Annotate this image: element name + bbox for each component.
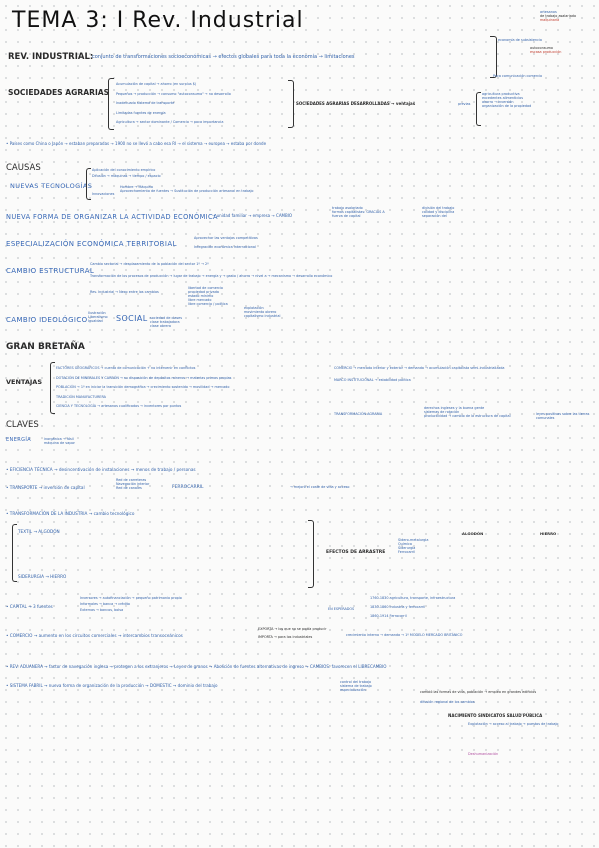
nacimiento: NACIMIENTO SINDICATOS SALUD PÚBLICA bbox=[448, 713, 543, 718]
nuevas-sub: Hombre → Máquina Aprovechamiento de fuen… bbox=[120, 185, 254, 193]
claves-label: CLAVES bbox=[6, 420, 39, 430]
industria-brace bbox=[12, 524, 17, 582]
social-label: SOCIAL bbox=[116, 314, 148, 323]
algodon-col: ALGODÓN bbox=[462, 531, 484, 536]
cambio-items: Cambio sectorial → desplazamiento de la … bbox=[90, 262, 333, 294]
sociedades-right-word: previas bbox=[458, 102, 471, 106]
ventajas-label: VENTAJAS bbox=[6, 378, 43, 386]
rev-limit-top: economía de subsistencia bbox=[498, 38, 542, 42]
transformacion-line: • TRANSFORMACIÓN DE LA INDUSTRIA → cambi… bbox=[6, 511, 135, 516]
fabril-bottom: Explotación → acceso al trabajo → puesto… bbox=[468, 722, 559, 756]
agraria-items: derechos ingleses y la buena gente siste… bbox=[424, 406, 511, 418]
cambio-ideologico: CAMBIO IDEOLÓGICO bbox=[6, 316, 88, 324]
capital-label: • CAPITAL → 3 fuentes bbox=[6, 604, 53, 609]
social-far: explotación movimiento obrero capitalism… bbox=[244, 306, 281, 318]
top-right-notes: artesanos de trabajo asalariado maquinar… bbox=[540, 10, 576, 22]
forma-far: división del trabajo calidad y disciplin… bbox=[422, 206, 455, 218]
comercio-far: crecimiento interno → demanda → 1º MODEL… bbox=[346, 633, 463, 637]
sociedades-brace-right bbox=[288, 80, 294, 128]
fabril-line: • SISTEMA FABRIL → nueva forma de organi… bbox=[6, 683, 218, 688]
note-maquinaria: maquinaria bbox=[540, 18, 560, 22]
nuevas-items: Aplicación del conocimiento empírico Dif… bbox=[92, 168, 161, 178]
rev-brace bbox=[490, 36, 497, 78]
ideo-items: Ilustración Liberalismo Igualdad bbox=[88, 311, 108, 323]
ventajas-previas-brace bbox=[476, 92, 481, 126]
transporte-end: → mejoró el coste de vida y acceso bbox=[290, 485, 350, 489]
efectos-label: EFECTOS DE ARRASTRE bbox=[326, 550, 386, 555]
gb-label: GRAN BRETAÑA bbox=[6, 342, 85, 352]
paises-line: • Países como China o Japón → estaban pr… bbox=[6, 141, 267, 146]
rev-limit-bottom: Poca comunicación comercio bbox=[493, 74, 543, 78]
efectos-brace bbox=[308, 520, 314, 588]
siderurgia-label: SIDERURGIA → HIERRO bbox=[18, 574, 67, 579]
social-items: sociedad de clases clase trabajadora cla… bbox=[150, 316, 183, 328]
comercio-line: • COMERCIO → aumento en los circuitos co… bbox=[6, 633, 183, 638]
sociedades-label: SOCIEDADES AGRARIAS bbox=[8, 88, 110, 97]
sociedades-items: Acumulación de capital → ahorro (en surp… bbox=[116, 82, 231, 124]
nueva-forma: NUEVA FORMA DE ORGANIZAR LA ACTIVIDAD EC… bbox=[6, 213, 218, 221]
ferrocarril: FERROCARRIL bbox=[172, 485, 204, 490]
causas-label: CAUSAS bbox=[6, 163, 41, 173]
social-right: libertad de comercio propiedad privada e… bbox=[188, 286, 228, 306]
fabril-right: cambió las formas de vida, población → e… bbox=[420, 690, 537, 704]
fabril-items: control del trabajo sistema de trabajo e… bbox=[340, 680, 372, 692]
ventajas-items: FACTORES GEOGRÁFICOS → cuenta de comunic… bbox=[56, 366, 232, 408]
capital-end: EN ESPERADOS bbox=[328, 607, 355, 611]
nuevas-brace bbox=[86, 168, 91, 200]
agraria-far: leyes positivas sobre las tierras comuna… bbox=[536, 412, 590, 420]
forma-right: trabajo asalariado formas capitalistas: … bbox=[332, 206, 385, 218]
innovaciones: Innovaciones bbox=[92, 192, 115, 196]
textil-label: TEXTIL → ALGODÓN bbox=[18, 529, 60, 534]
note-trabajo: de trabajo asalariado bbox=[540, 14, 577, 18]
rev-limit-items: autoconsumo escasa producción bbox=[530, 46, 562, 54]
note-artesanos: artesanos bbox=[540, 10, 557, 14]
especial-items: Aprovechar las ventajas competitivas Int… bbox=[194, 236, 258, 249]
aduanera-line: • REV. ADUANERA → factor de navegación i… bbox=[6, 664, 387, 669]
capital-items: Inversores → autofinanciación → pequeño … bbox=[80, 596, 182, 612]
eficiencia-line: • EFICIENCIA TÉCNICA → desincentivación … bbox=[6, 467, 196, 472]
efectos-items: Sidero-metalurgia Química Siderurgia Fer… bbox=[398, 538, 429, 554]
nuevas-tecnologias: NUEVAS TECNOLOGÍAS bbox=[10, 182, 93, 190]
capital-years: 1760-1830 agricultura, transporte, infra… bbox=[370, 596, 456, 618]
energia-items: inorgánica → fósil máquina de vapor bbox=[44, 437, 75, 445]
page-title: TEMA 3: I Rev. Industrial bbox=[12, 8, 304, 33]
energia-label: ENERGÍA bbox=[6, 437, 32, 443]
transporte-items: Red de carreteras Navegación interior Re… bbox=[116, 478, 150, 490]
transporte-label: • TRANSPORTE → inversión de capital bbox=[6, 485, 85, 490]
comercio-right: EXPORTA → los que no se podía producir I… bbox=[258, 627, 327, 639]
sociedades-right-items: agricultura productiva excedentes alimen… bbox=[482, 92, 532, 108]
hierro-col: HIERRO bbox=[540, 531, 557, 536]
rev-label: REV. INDUSTRIAL: bbox=[8, 52, 94, 62]
ventajas-brace bbox=[50, 362, 55, 414]
sociedades-brace bbox=[108, 78, 114, 130]
ventajas-right: COMERCIO → mercado interior y exterior →… bbox=[334, 366, 505, 416]
sociedades-right: SOCIEDADES AGRARIAS DESARROLLADAS → vent… bbox=[296, 101, 416, 106]
especializacion: ESPECIALIZACIÓN ECONÓMICA TERRITORIAL bbox=[6, 240, 177, 248]
cambio-estructural: CAMBIO ESTRUCTURAL bbox=[6, 267, 95, 275]
rev-text: conjunto de transformaciones socioeconóm… bbox=[92, 54, 355, 60]
nueva-forma-text: → unidad familiar → empresa → CAMBIO bbox=[212, 213, 293, 218]
